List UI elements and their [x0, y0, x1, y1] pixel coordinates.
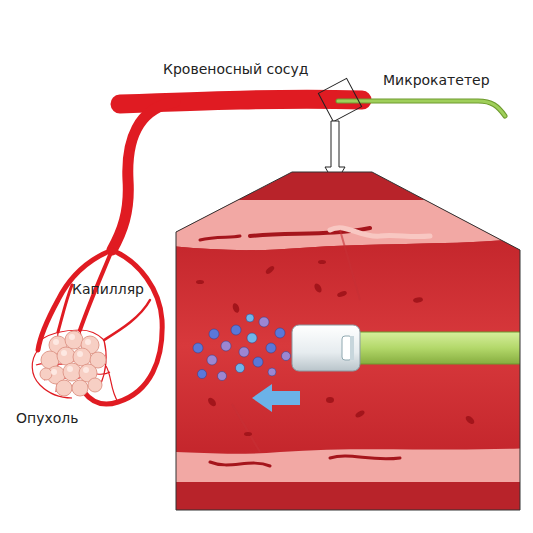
capillary-net [32, 330, 118, 402]
microcatheter-part [338, 101, 505, 116]
tumor-cells [40, 331, 106, 396]
inset-view-part [265, 265, 276, 275]
zoom-frame-part [318, 78, 361, 121]
inset-view-part [236, 364, 245, 373]
tumor-highlights-part [61, 350, 67, 356]
inset-view-part [318, 260, 326, 264]
tumor-highlights-part [83, 367, 89, 373]
inset-view-part [252, 384, 300, 412]
tumor-highlights-part [53, 339, 59, 345]
inset-view-part [292, 325, 360, 371]
inset-view-part [336, 290, 347, 298]
inset-view-part [350, 336, 354, 360]
tumor-highlights [51, 334, 91, 375]
part-label: Капилляр [72, 280, 144, 298]
inset-view-part [330, 456, 400, 459]
inset-view-part [210, 462, 270, 466]
inset-view-part [326, 397, 334, 403]
part-label: Микрокатетер [383, 71, 490, 89]
inset-view-part [282, 352, 291, 361]
blood-vessel-part [58, 285, 72, 332]
inset-view-part [231, 302, 240, 313]
inset-view-part [330, 228, 430, 237]
inset-view-part [200, 236, 240, 240]
tumor-highlights-part [69, 334, 75, 340]
inset-view-part [266, 343, 276, 353]
inset-view-part [340, 230, 360, 300]
blood-vessel-part [112, 102, 175, 250]
tumor-cells-part [72, 380, 88, 396]
inset-view-part [221, 341, 231, 351]
zoom-frame [318, 78, 361, 121]
inset-view-part [232, 404, 260, 452]
tumor-cells-part [56, 380, 72, 396]
inset-view-part [413, 297, 424, 304]
inset-view [170, 165, 530, 515]
inset-view-part [268, 368, 276, 376]
tumor-cells-part [88, 378, 102, 392]
inset-view-part [209, 329, 219, 339]
blood-vessel-part [104, 300, 150, 340]
part-label: Кровеносный сосуд [163, 60, 308, 78]
tumor-cells-part [57, 347, 75, 365]
inset-view-part [246, 314, 254, 322]
microcatheter [338, 101, 505, 116]
inset-view-part [196, 280, 204, 284]
part-label: Опухоль [16, 409, 79, 427]
inset-view-part [206, 396, 217, 408]
inset-view-part [350, 332, 530, 364]
inset-view-part [253, 357, 263, 367]
inset-view-part [354, 409, 365, 418]
inset-view-part [247, 333, 257, 343]
tumor-highlights-part [67, 366, 73, 372]
tumor-cells-part [63, 363, 81, 381]
blood-vessel-part [38, 250, 112, 350]
blood-vessel-part [84, 250, 162, 404]
inset-view-part [239, 347, 249, 357]
inset-view-part [170, 165, 530, 515]
inset-view-part [218, 372, 227, 381]
inset-view-part [259, 317, 269, 327]
tumor-highlights-part [51, 369, 57, 375]
inset-view-part [198, 370, 207, 379]
inset-view-part [207, 355, 217, 365]
inset-view-part [464, 414, 476, 425]
capillary-net-part [106, 366, 118, 402]
inset-view-part [313, 282, 323, 294]
inset-view-part [231, 325, 241, 335]
tumor-highlights-part [77, 351, 83, 357]
inset-view-part [275, 328, 285, 338]
inset-view-part [244, 432, 252, 436]
inset-view-part [193, 343, 203, 353]
tumor-highlights-part [85, 339, 91, 345]
inset-view-part [170, 448, 530, 482]
microcatheter-part [338, 101, 505, 116]
inset-border-part [176, 172, 520, 510]
inset-view-part [170, 238, 530, 454]
tumor-cells-part [65, 331, 83, 349]
inset-view-part [193, 314, 291, 381]
inset-border [176, 172, 520, 510]
tumor-cells-part [40, 368, 52, 380]
